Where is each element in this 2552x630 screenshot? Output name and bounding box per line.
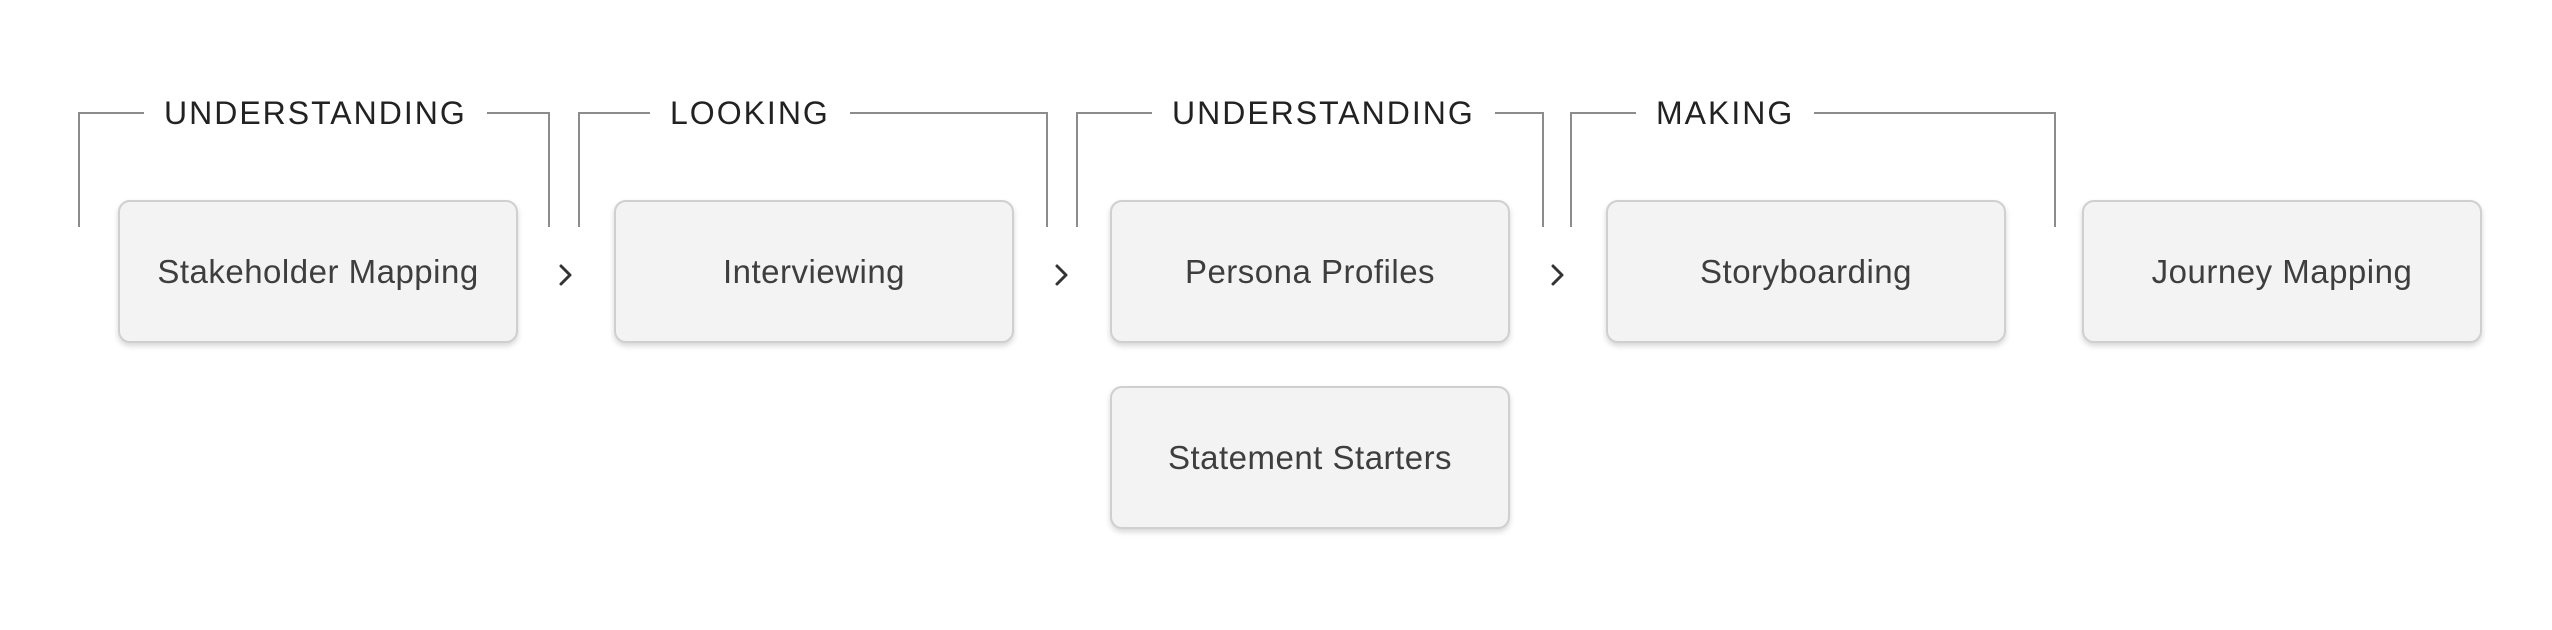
method-card-stakeholder-mapping[interactable]: Stakeholder Mapping: [118, 200, 518, 343]
chevron-right-icon: [1052, 263, 1072, 287]
chevron-right-icon: [1548, 263, 1568, 287]
method-card-statement-starters[interactable]: Statement Starters: [1110, 386, 1510, 529]
phase-bracket-looking: LOOKING: [578, 94, 1048, 227]
phase-label: UNDERSTANDING: [1152, 94, 1495, 132]
method-card-persona-profiles[interactable]: Persona Profiles: [1110, 200, 1510, 343]
method-card-storyboarding[interactable]: Storyboarding: [1606, 200, 2006, 343]
method-card-interviewing[interactable]: Interviewing: [614, 200, 1014, 343]
phase-label: UNDERSTANDING: [144, 94, 487, 132]
phase-label: MAKING: [1636, 94, 1815, 132]
phase-label: LOOKING: [650, 94, 850, 132]
chevron-right-icon: [556, 263, 576, 287]
phase-bracket-understanding-2: UNDERSTANDING: [1076, 94, 1544, 227]
method-card-journey-mapping[interactable]: Journey Mapping: [2082, 200, 2482, 343]
phase-bracket-making: MAKING: [1570, 94, 2056, 227]
phase-bracket-understanding-1: UNDERSTANDING: [78, 94, 550, 227]
